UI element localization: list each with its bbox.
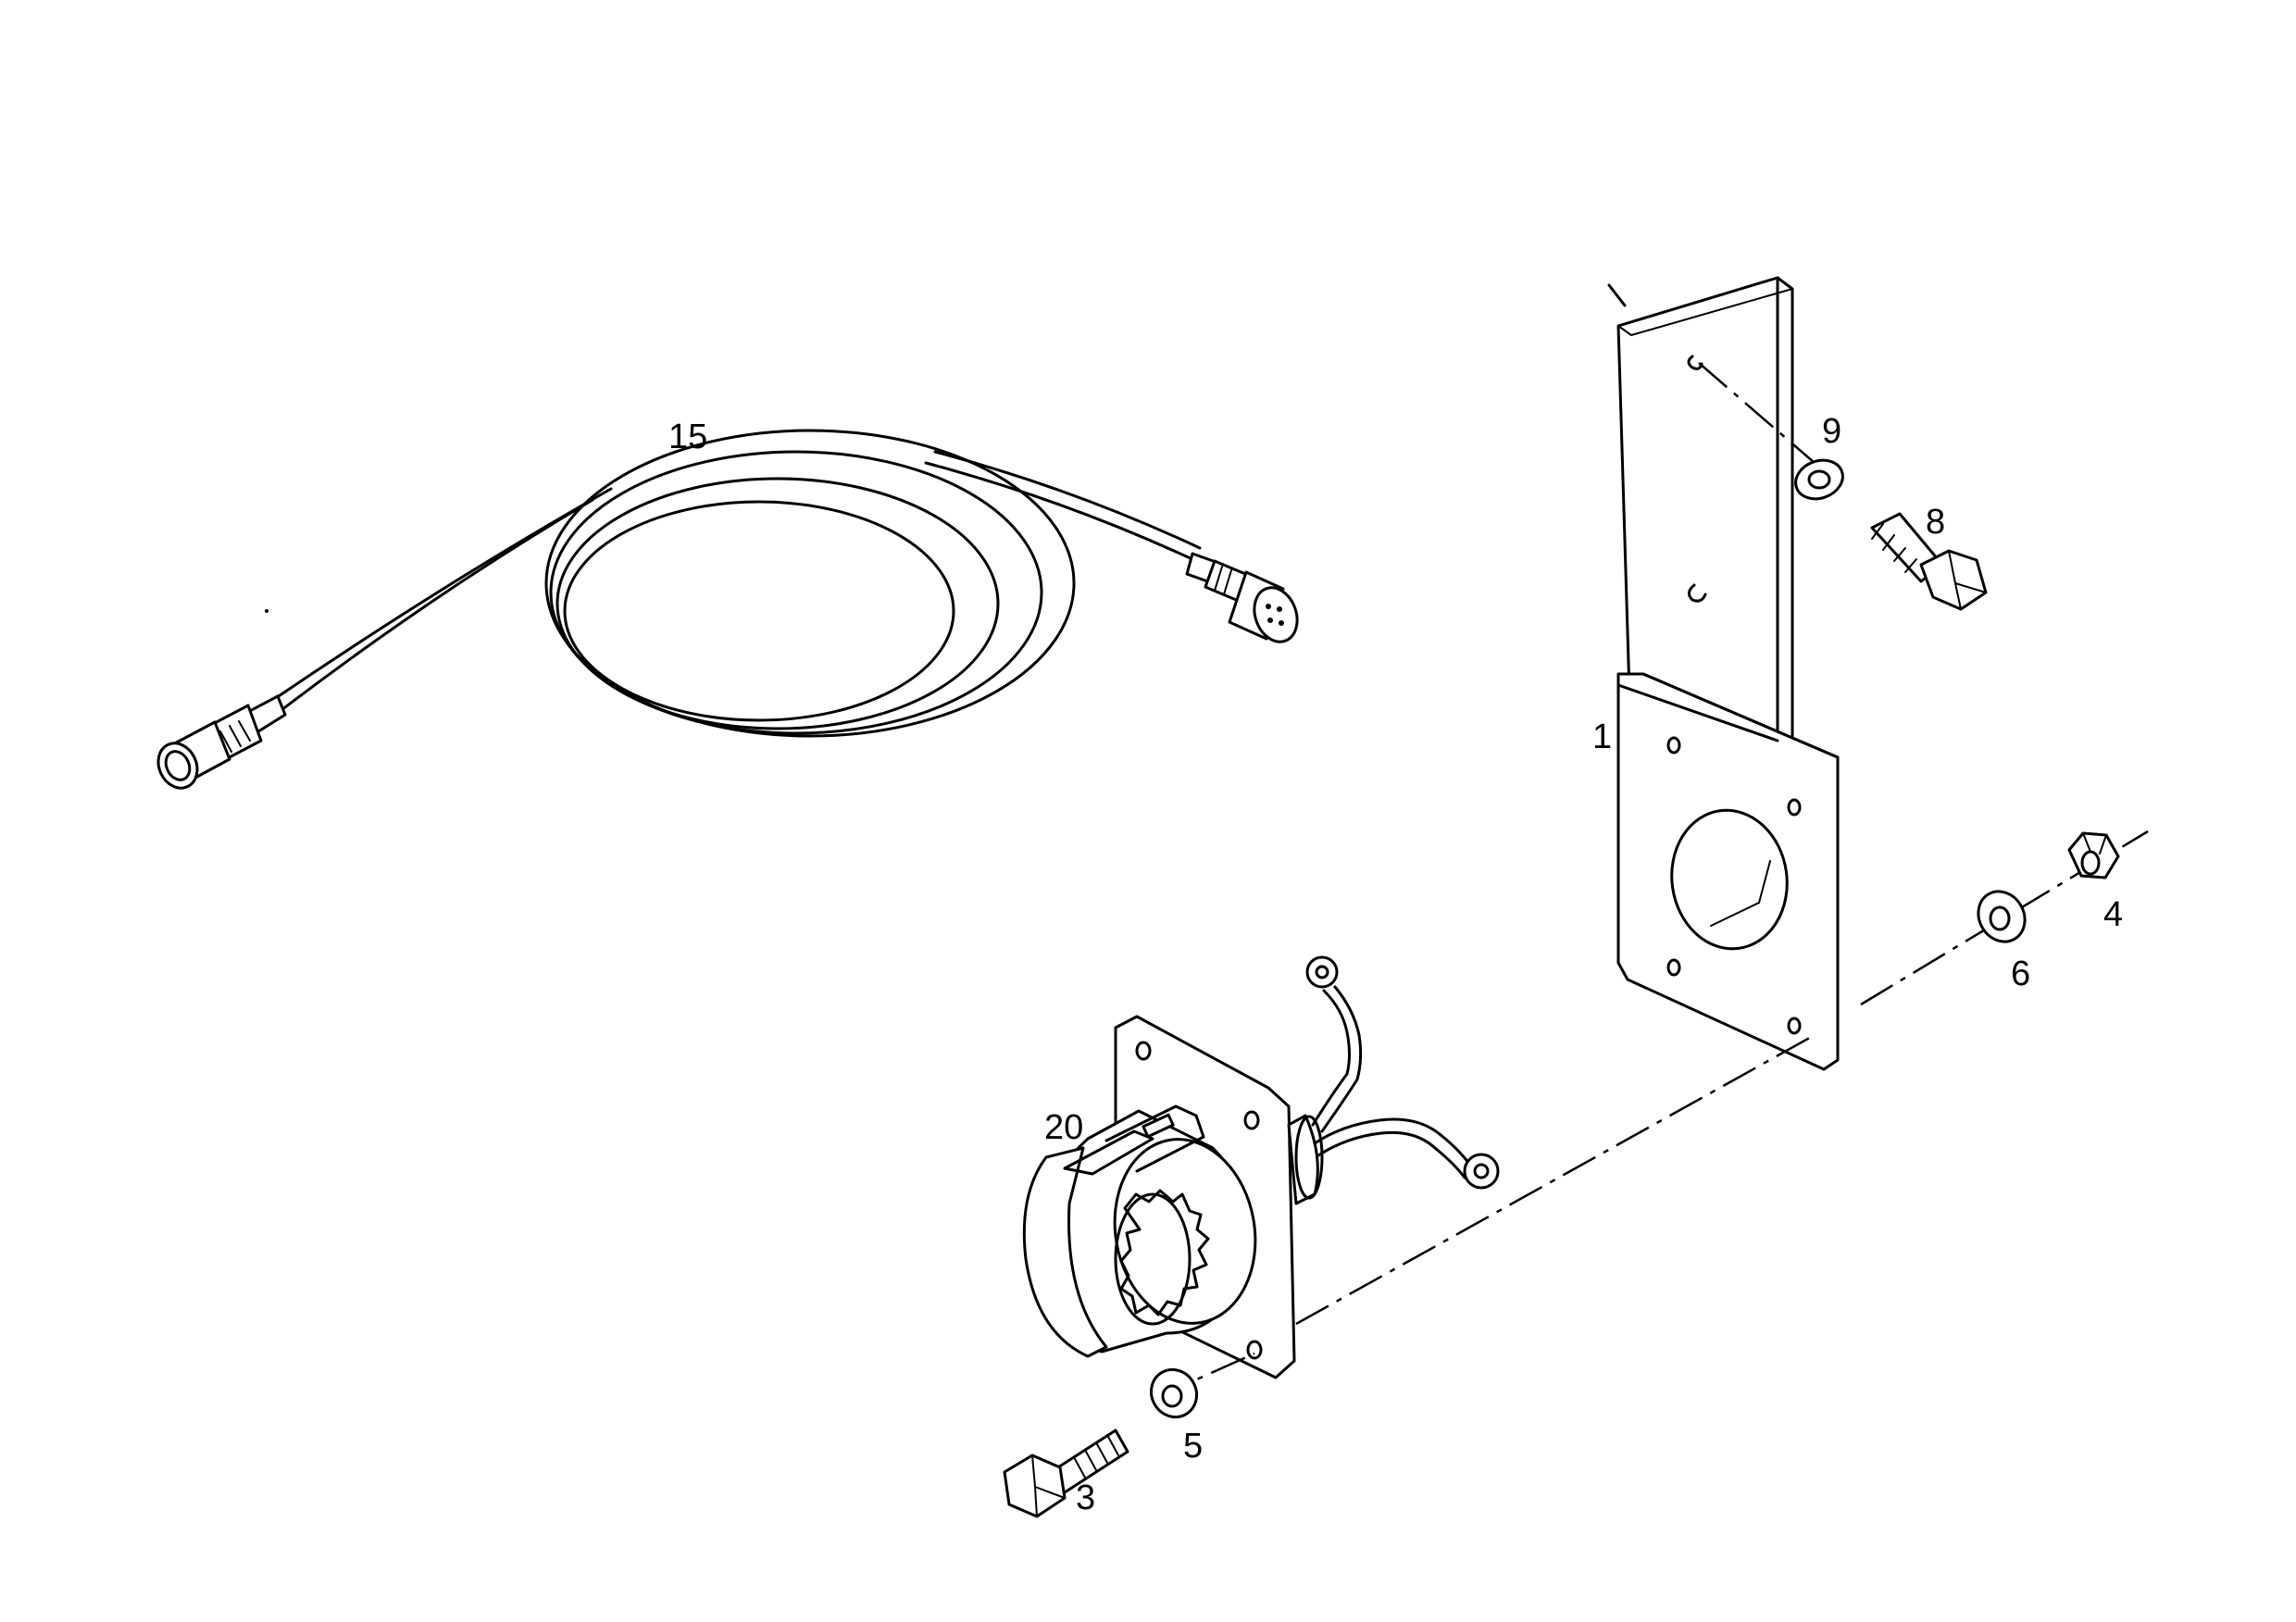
callout-5: 5 <box>1183 1427 1203 1466</box>
callout-1: 1 <box>1592 717 1612 756</box>
assembly-axis-line <box>1295 1033 1816 1326</box>
washer-9 <box>1794 458 1844 501</box>
cable-lead-right <box>933 450 1202 550</box>
cable-coil <box>549 450 1043 735</box>
cable-lead-left <box>268 487 613 704</box>
bolt-8 <box>1870 512 1988 611</box>
bolt-3 <box>1003 1429 1129 1518</box>
assembly-axis-line <box>1698 362 1816 464</box>
cable-coil <box>563 500 955 722</box>
callout-15: 15 <box>668 418 707 456</box>
washer-5 <box>1149 1367 1199 1419</box>
cable-lead-right <box>924 461 1196 562</box>
washer-6 <box>1977 890 2027 943</box>
callout-3: 3 <box>1076 1479 1095 1517</box>
socket-assembly <box>1022 955 1500 1379</box>
callout-20: 20 <box>1044 1108 1083 1147</box>
mounting-bracket <box>1607 276 1840 1071</box>
nut-4 <box>2067 831 2120 880</box>
callout-8: 8 <box>1926 503 1945 542</box>
callout-9: 9 <box>1822 412 1841 451</box>
cable-plug-right <box>1185 552 1299 643</box>
callout-6: 6 <box>2011 954 2030 993</box>
cable-plug-left <box>156 694 287 790</box>
callout-4: 4 <box>2103 895 2123 934</box>
cable-coil <box>544 429 1076 738</box>
stray-dot <box>265 609 268 613</box>
cable-lead-left <box>276 498 594 715</box>
cable-assembly <box>156 429 1299 790</box>
cable-coil <box>555 477 1000 730</box>
